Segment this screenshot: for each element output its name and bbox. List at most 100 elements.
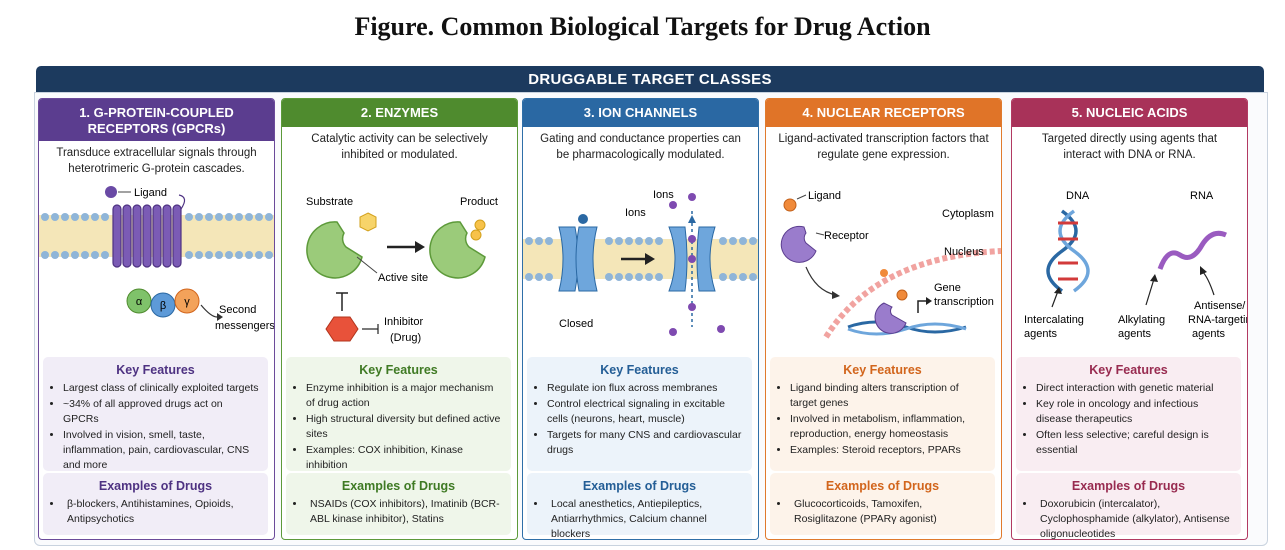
ligand-icon [783, 198, 797, 212]
examples-box: Examples of Drugs Glucocorticoids, Tamox… [770, 473, 995, 535]
key-features-list: Direct interaction with genetic material… [1024, 381, 1233, 458]
substrate-label: Substrate [306, 196, 353, 208]
active-site-label: Active site [378, 272, 428, 284]
receptor-label: Receptor [824, 230, 869, 242]
key-features-list: Ligand binding alters transcription of t… [778, 381, 987, 458]
key-features-list: Largest class of clinically exploited ta… [51, 381, 260, 473]
key-features-box: Key Features Ligand binding alters trans… [770, 357, 995, 471]
figure-title: Figure. Common Biological Targets for Dr… [354, 12, 931, 41]
examples-title: Examples of Drugs [341, 479, 456, 493]
list-item: Targets for many CNS and cardiovascular … [547, 428, 744, 458]
key-features-title: Key Features [116, 363, 195, 377]
rna-label: RNA [1190, 190, 1214, 202]
ligand-icon [105, 186, 117, 198]
panel-header: 5. NUCLEIC ACIDS [1012, 99, 1247, 127]
panel-enzymes: 2. ENZYMES Catalytic activity can be sel… [281, 98, 518, 540]
examples-text: NSAIDs (COX inhibitors), Imatinib (BCR-A… [306, 497, 503, 527]
nucleus-label: Nucleus [944, 246, 984, 258]
list-item: Enzyme inhibition is a major mechanism o… [306, 381, 503, 411]
transcription-label: transcription [934, 296, 994, 308]
list-item: Examples: Steroid receptors, PPARs [790, 443, 987, 458]
panel-ion-channels: 3. ION CHANNELS Gating and conductance p… [522, 98, 759, 540]
list-item: Key role in oncology and infectious dise… [1036, 397, 1233, 427]
panel-header: 2. ENZYMES [282, 99, 517, 127]
ligand-label: Ligand [134, 187, 167, 199]
substrate-icon [359, 212, 377, 232]
cytoplasm-label: Cytoplasm [942, 208, 994, 220]
key-features-title: Key Features [600, 363, 679, 377]
examples-box: Examples of Drugs β-blockers, Antihistam… [43, 473, 268, 535]
alkylating-label: Alkylating [1118, 314, 1165, 326]
gamma-label: γ [184, 296, 190, 308]
panel-description: Transduce extracellular signals through … [56, 147, 257, 175]
key-features-list: Regulate ion flux across membranes Contr… [535, 381, 744, 458]
key-features-title: Key Features [359, 363, 438, 377]
agents-label-3: agents [1192, 328, 1226, 340]
list-item: Largest class of clinically exploited ta… [63, 381, 260, 396]
list-item: Control electrical signaling in excitabl… [547, 397, 744, 427]
ligand-label: Ligand [808, 190, 841, 202]
ion-icon [688, 193, 696, 201]
agents-label-2: agents [1118, 328, 1152, 340]
list-item: Involved in vision, smell, taste, inflam… [63, 428, 260, 473]
intercalating-label: Intercalating [1024, 314, 1084, 326]
arrow-icon [645, 253, 655, 265]
examples-text: Doxorubicin (intercalator), Cyclophospha… [1036, 497, 1233, 539]
dna-label: DNA [1066, 190, 1090, 202]
receptor-helices [112, 194, 186, 268]
key-features-box: Key Features Enzyme inhibition is a majo… [286, 357, 511, 471]
panel-description: Targeted directly using agents that inte… [1041, 133, 1218, 161]
receptor-icon [780, 225, 817, 263]
panel-gpcr: 1. G-PROTEIN-COUPLED RECEPTORS (GPCRs) T… [38, 98, 275, 540]
examples-text: β-blockers, Antihistamines, Opioids, Ant… [63, 497, 260, 527]
list-item: Often less selective; careful design is … [1036, 428, 1233, 458]
inhibitor-drug-icon [325, 316, 359, 342]
examples-text: Glucocorticoids, Tamoxifen, Rosiglitazon… [790, 497, 987, 527]
key-features-box: Key Features Largest class of clinically… [43, 357, 268, 471]
examples-title: Examples of Drugs [98, 479, 213, 493]
alpha-subunit [126, 288, 152, 314]
examples-box: Examples of Drugs Local anesthetics, Ant… [527, 473, 752, 539]
panel-description: Catalytic activity can be selectively in… [311, 133, 488, 161]
inhibitor-label: Inhibitor [384, 316, 423, 328]
list-item: High structural diversity but defined ac… [306, 412, 503, 442]
arrow-icon [832, 291, 840, 299]
drug-label: (Drug) [390, 332, 421, 344]
ion-channel-illustration: Ions Ions Closed [523, 189, 758, 336]
key-features-box: Key Features Regulate ion flux across me… [527, 357, 752, 471]
ions-label-mid: Ions [625, 207, 646, 219]
key-features-box: Key Features Direct interaction with gen… [1016, 357, 1241, 471]
product-label: Product [460, 196, 498, 208]
panel-header: 3. ION CHANNELS [523, 99, 758, 127]
arrow-icon [415, 241, 425, 253]
list-item: Examples: COX inhibition, Kinase inhibit… [306, 443, 503, 473]
enzyme-icon [306, 221, 363, 279]
list-item: Regulate ion flux across membranes [547, 381, 744, 396]
list-item: Involved in metabolism, inflammation, re… [790, 412, 987, 442]
rna-icon [1157, 230, 1227, 270]
enzyme-illustration: Substrate Product Active site Inhibitor … [306, 196, 498, 344]
gene-label: Gene [934, 282, 961, 294]
gamma-subunit [174, 288, 200, 314]
beta-label: β [160, 300, 166, 312]
examples-text: Local anesthetics, Antiepileptics, Antia… [547, 497, 744, 539]
panel-nucleic-acids: 5. NUCLEIC ACIDS Targeted directly using… [1011, 98, 1248, 540]
beta-subunit [150, 292, 176, 318]
messengers-label: messengers [215, 320, 274, 332]
key-features-title: Key Features [843, 363, 922, 377]
dna-icon [847, 320, 967, 334]
panel-header: 1. G-PROTEIN-COUPLED RECEPTORS (GPCRs) [39, 99, 274, 141]
receptor-bound-icon [874, 302, 907, 334]
examples-box: Examples of Drugs NSAIDs (COX inhibitors… [286, 473, 511, 535]
arrow-icon [200, 304, 218, 318]
list-item: Ligand binding alters transcription of t… [790, 381, 987, 411]
gpcr-illustration: Ligand α β γ Second messengers [39, 186, 274, 332]
rna-targeting-label: RNA-targeting [1188, 314, 1247, 326]
antisense-label: Antisense/ [1194, 300, 1246, 312]
closed-label: Closed [559, 318, 593, 330]
alpha-label: α [136, 296, 143, 308]
examples-title: Examples of Drugs [1071, 479, 1186, 493]
examples-box: Examples of Drugs Doxorubicin (intercala… [1016, 473, 1241, 539]
product-icon [474, 219, 486, 231]
key-features-list: Enzyme inhibition is a major mechanism o… [294, 381, 503, 473]
